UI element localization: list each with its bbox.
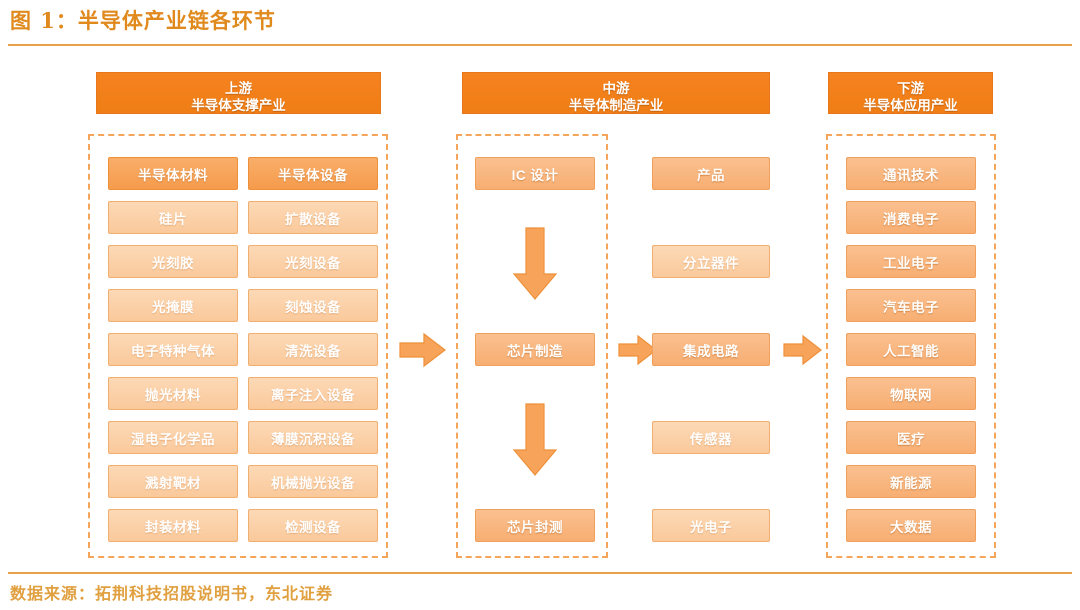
node-downstream-8[interactable]: 新能源	[846, 465, 976, 498]
node-equipment-2[interactable]: 光刻设备	[248, 245, 378, 278]
banner-downstream-line2: 半导体应用产业	[863, 98, 958, 113]
node-product-1[interactable]: 分立器件	[652, 245, 770, 278]
arrow-midstream-to-product-icon	[618, 334, 657, 366]
node-process-test[interactable]: 芯片封测	[475, 509, 595, 542]
node-equipment-8[interactable]: 检测设备	[248, 509, 378, 542]
banner-downstream-line1: 下游	[897, 81, 924, 96]
node-equipment-3[interactable]: 刻蚀设备	[248, 289, 378, 322]
group-downstream	[826, 134, 996, 558]
node-process-fab[interactable]: 芯片制造	[475, 333, 595, 366]
banner-midstream-line2: 半导体制造产业	[568, 98, 664, 113]
arrow-product-to-downstream-icon	[783, 334, 822, 366]
node-material-3[interactable]: 光掩膜	[108, 289, 238, 322]
banner-midstream: 中游 半导体制造产业	[462, 72, 770, 114]
node-product-head[interactable]: 产品	[652, 157, 770, 190]
arrow-design-to-fab-icon	[512, 227, 558, 300]
node-equipment-4[interactable]: 清洗设备	[248, 333, 378, 366]
footer-divider	[8, 572, 1072, 574]
banner-upstream-line1: 上游	[225, 81, 252, 96]
node-equipment-5[interactable]: 离子注入设备	[248, 377, 378, 410]
node-equipment-7[interactable]: 机械抛光设备	[248, 465, 378, 498]
node-material-1[interactable]: 硅片	[108, 201, 238, 234]
node-downstream-1[interactable]: 通讯技术	[846, 157, 976, 190]
banner-upstream-line2: 半导体支撑产业	[191, 98, 286, 113]
title-divider	[8, 44, 1072, 46]
node-downstream-9[interactable]: 大数据	[846, 509, 976, 542]
node-downstream-5[interactable]: 人工智能	[846, 333, 976, 366]
node-equipment-head[interactable]: 半导体设备	[248, 157, 378, 190]
node-downstream-7[interactable]: 医疗	[846, 421, 976, 454]
node-material-head[interactable]: 半导体材料	[108, 157, 238, 190]
node-material-8[interactable]: 封装材料	[108, 509, 238, 542]
node-downstream-4[interactable]: 汽车电子	[846, 289, 976, 322]
banner-downstream: 下游 半导体应用产业	[828, 72, 993, 114]
arrow-upstream-to-midstream-icon	[399, 332, 446, 368]
node-material-5[interactable]: 抛光材料	[108, 377, 238, 410]
node-process-design[interactable]: IC 设计	[475, 157, 595, 190]
node-downstream-2[interactable]: 消费电子	[846, 201, 976, 234]
arrow-fab-to-test-icon	[512, 403, 558, 476]
banner-midstream-line1: 中游	[602, 81, 630, 96]
node-material-6[interactable]: 湿电子化学品	[108, 421, 238, 454]
node-product-3[interactable]: 传感器	[652, 421, 770, 454]
node-product-4[interactable]: 光电子	[652, 509, 770, 542]
node-downstream-3[interactable]: 工业电子	[846, 245, 976, 278]
node-equipment-6[interactable]: 薄膜沉积设备	[248, 421, 378, 454]
node-equipment-1[interactable]: 扩散设备	[248, 201, 378, 234]
group-upstream	[88, 134, 388, 558]
node-material-7[interactable]: 溅射靶材	[108, 465, 238, 498]
source-note: 数据来源：拓荆科技招股说明书，东北证券	[10, 584, 334, 603]
banner-upstream: 上游 半导体支撑产业	[96, 72, 381, 114]
node-downstream-6[interactable]: 物联网	[846, 377, 976, 410]
node-material-2[interactable]: 光刻胶	[108, 245, 238, 278]
page-title: 图 1：半导体产业链各环节	[10, 8, 276, 33]
node-material-4[interactable]: 电子特种气体	[108, 333, 238, 366]
group-midstream-process	[456, 134, 608, 558]
node-product-2[interactable]: 集成电路	[652, 333, 770, 366]
